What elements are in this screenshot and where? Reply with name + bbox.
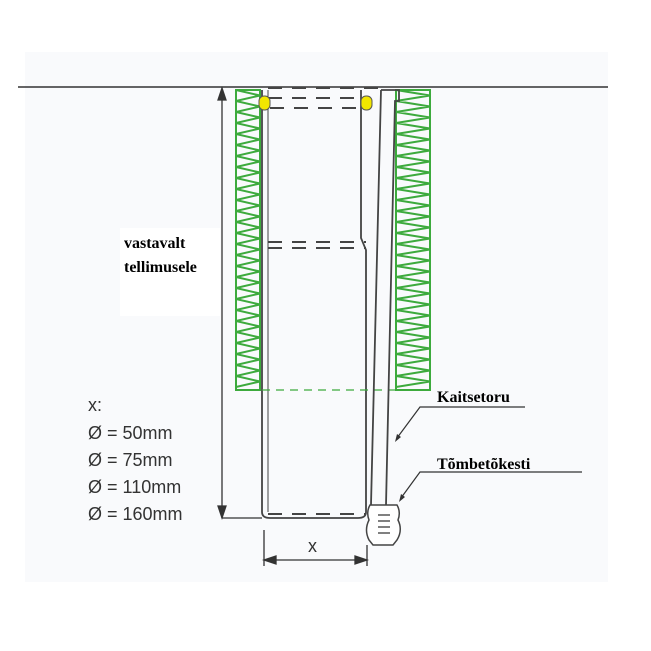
height-label-line2: tellimusele	[124, 259, 197, 276]
protective-tube-label: Kaitsetoru	[437, 389, 510, 406]
size-item: Ø = 110mm	[88, 477, 181, 497]
pull-stop-grooves	[378, 514, 390, 534]
insulation-zigzag	[235, 89, 261, 388]
protective-tube	[370, 89, 400, 506]
height-dimension	[217, 85, 262, 521]
sizes-title: x:	[88, 395, 102, 415]
size-item: Ø = 50mm	[88, 423, 173, 443]
seal-ring-left	[258, 95, 271, 111]
inner-pipe	[261, 90, 367, 519]
pull-stop-label: Tõmbetõkesti	[437, 456, 531, 473]
insulation-left	[235, 89, 261, 391]
width-label: x	[308, 536, 317, 556]
pipe-joints	[268, 87, 380, 515]
height-label-line1: vastavalt	[124, 235, 186, 252]
leader-lines	[396, 406, 582, 499]
width-dimension	[261, 530, 370, 566]
insulation-zigzag	[395, 89, 431, 388]
label-backdrop	[120, 228, 220, 316]
pull-stop	[365, 504, 401, 546]
leader-arrows	[395, 434, 405, 502]
size-item: Ø = 75mm	[88, 450, 173, 470]
background-panel	[25, 52, 608, 582]
seal-ring-right	[360, 95, 373, 111]
size-item: Ø = 160mm	[88, 504, 183, 524]
insulation-right	[395, 89, 431, 391]
